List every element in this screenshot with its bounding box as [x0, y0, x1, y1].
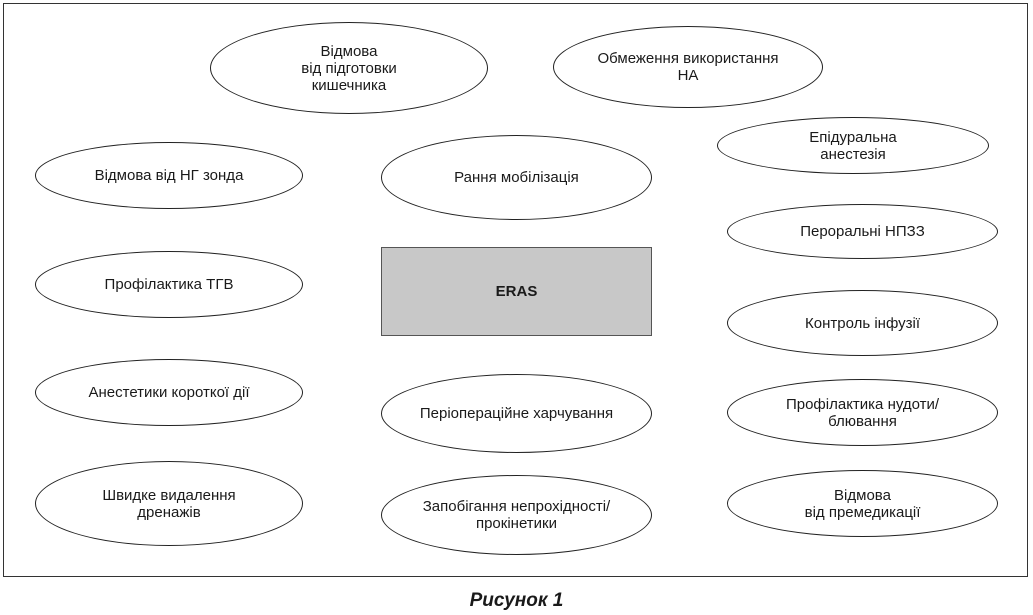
node-dvt-prophylaxis: Профілактика ТГВ: [35, 251, 303, 318]
node-early-mobilization: Рання мобілізація: [381, 135, 652, 220]
node-infusion-control: Контроль інфузії: [727, 290, 998, 356]
node-no-premedication: Відмова від премедикації: [727, 470, 998, 537]
node-drain-removal: Швидке видалення дренажів: [35, 461, 303, 546]
node-epidural: Епідуральна анестезія: [717, 117, 989, 174]
node-short-anesthetics: Анестетики короткої дії: [35, 359, 303, 426]
node-bowel-prep: Відмова від підготовки кишечника: [210, 22, 488, 114]
node-ileus-prevention: Запобігання непрохідності/ прокінетики: [381, 475, 652, 555]
figure-caption: Рисунок 1: [469, 590, 564, 611]
node-ng-tube: Відмова від НГ зонда: [35, 142, 303, 209]
node-perioperative-nutrition: Періопераційне харчування: [381, 374, 652, 453]
node-ponv-prophylaxis: Профілактика нудоти/ блювання: [727, 379, 998, 446]
node-limit-na: Обмеження використання НА: [553, 26, 823, 108]
node-oral-nsaids: Пероральні НПЗЗ: [727, 204, 998, 259]
eras-center-box: ERAS: [381, 247, 652, 336]
